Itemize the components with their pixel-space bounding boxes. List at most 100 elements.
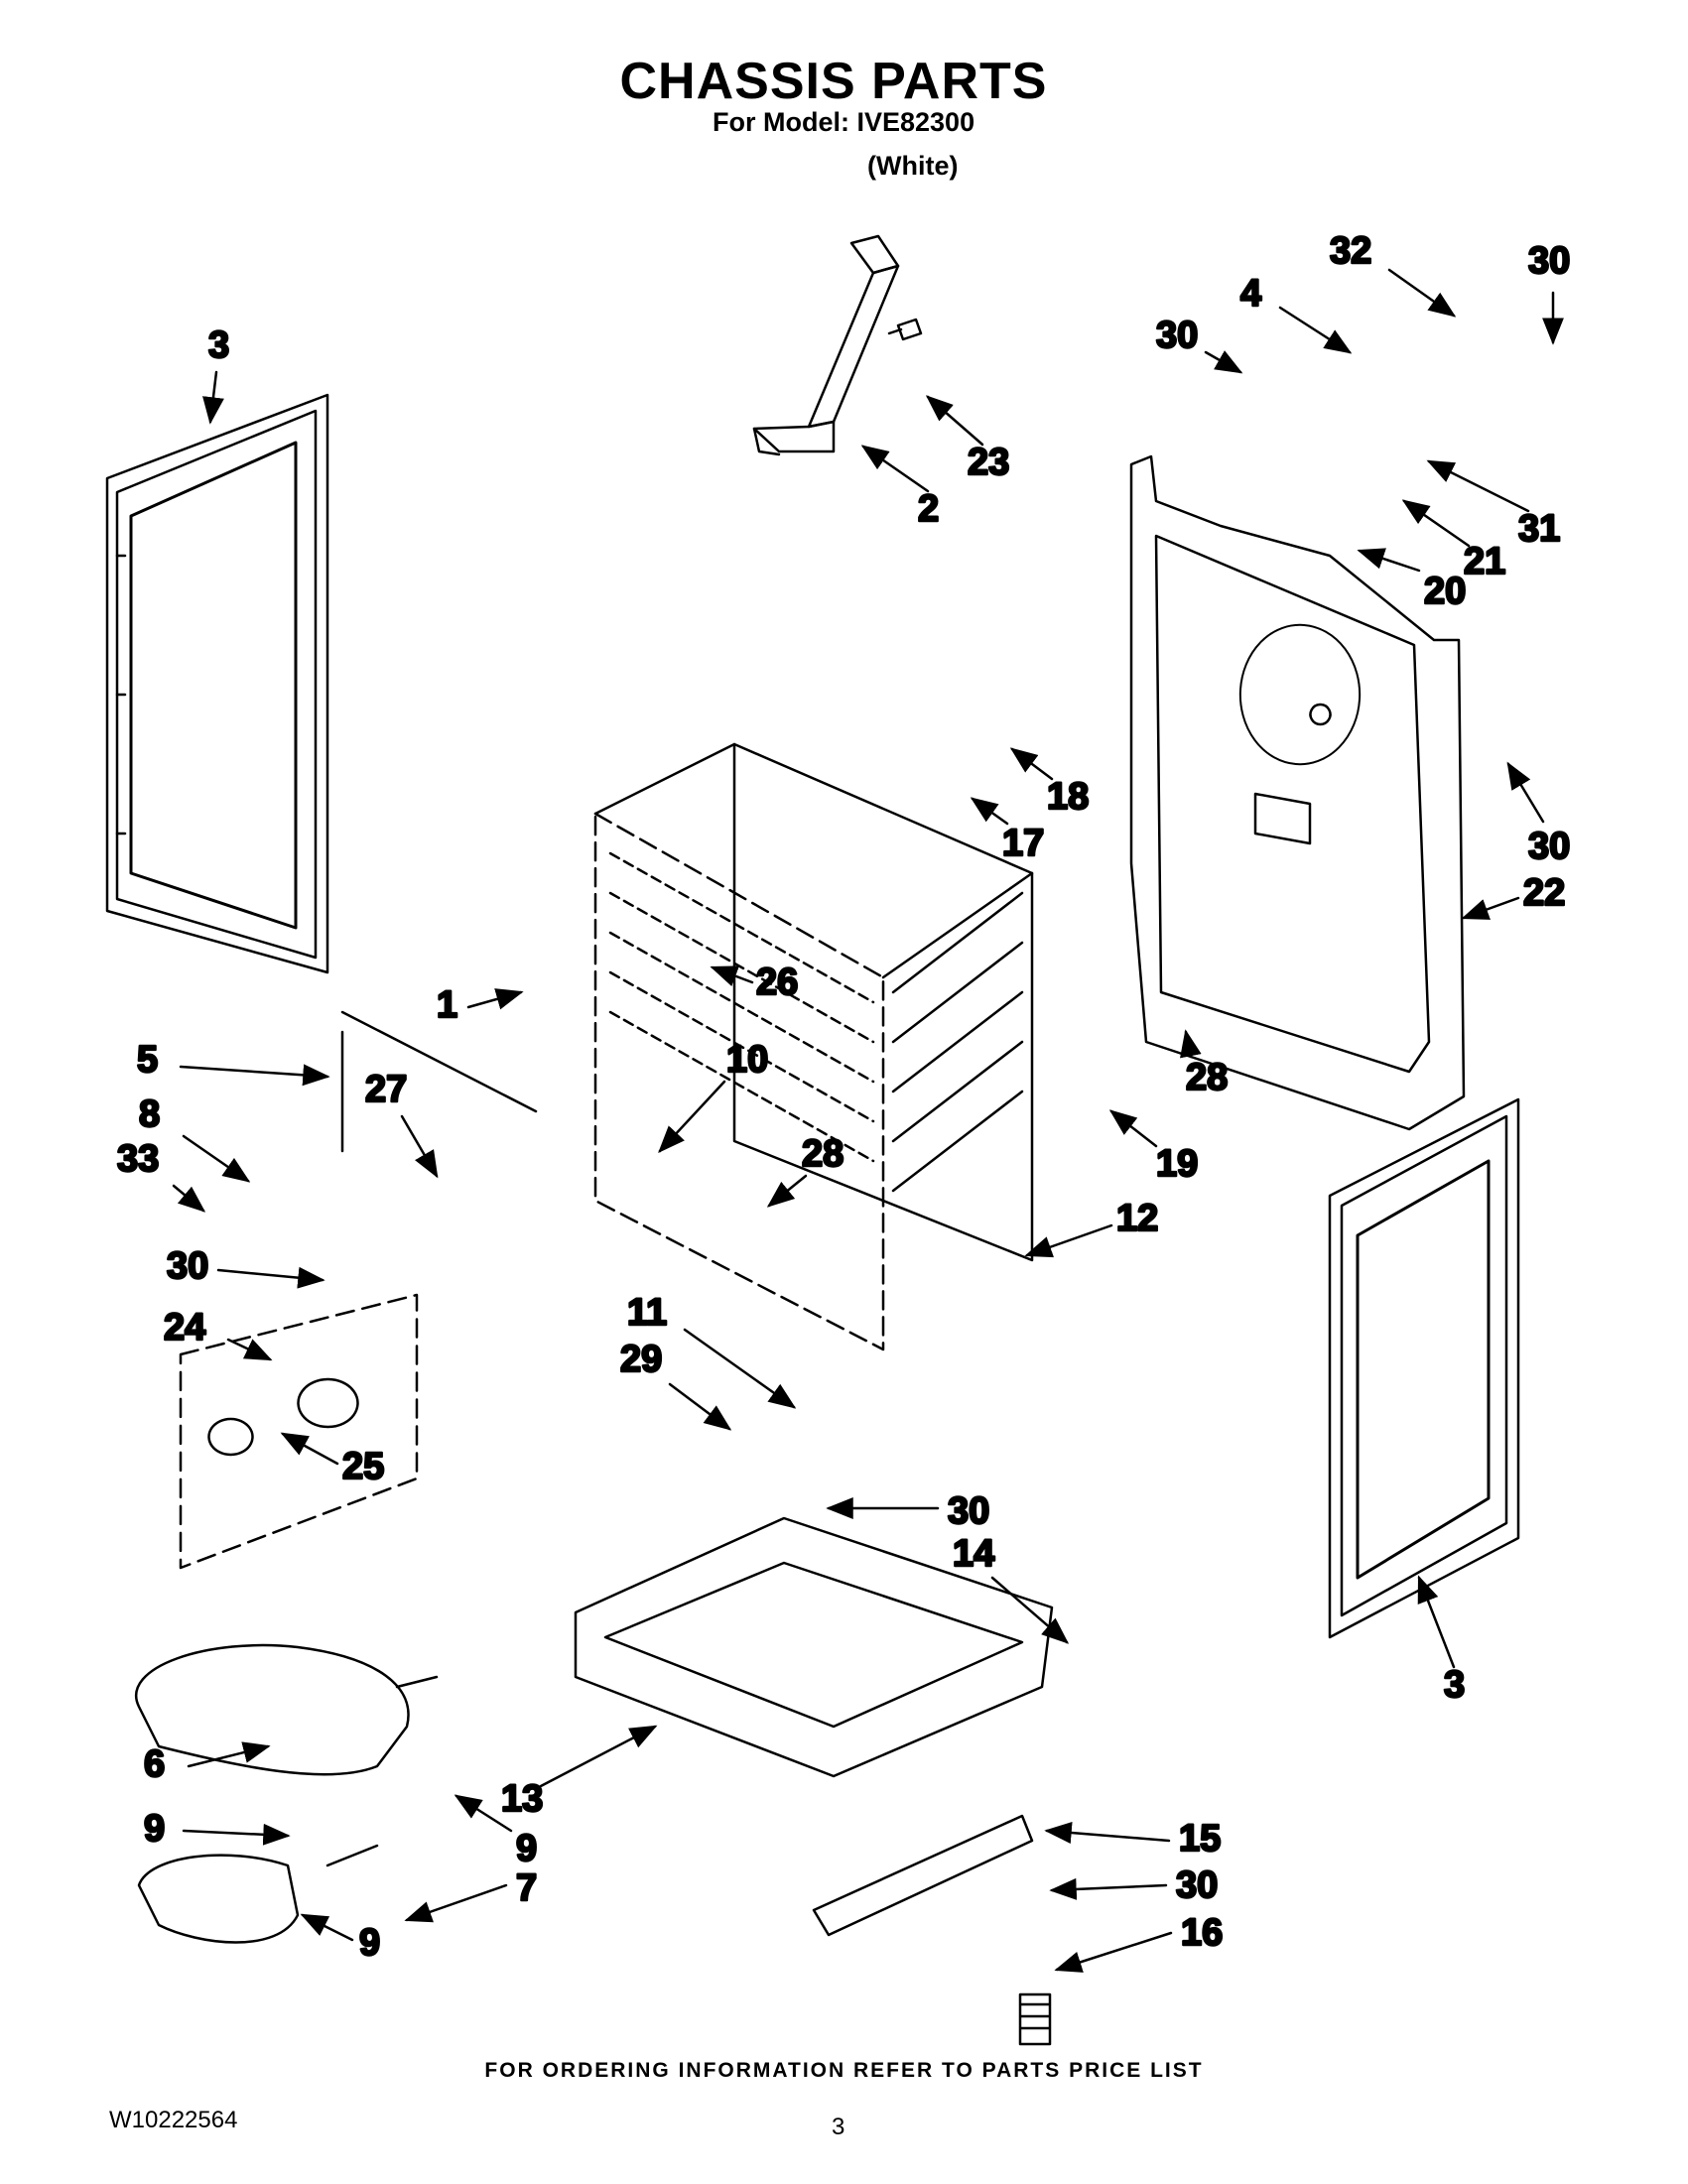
svg-text:11: 11	[627, 1292, 667, 1334]
svg-text:1: 1	[437, 984, 457, 1026]
color-line: (White)	[867, 151, 959, 181]
mounting-bracket-part	[752, 234, 900, 456]
callout-21: 21	[1401, 499, 1507, 583]
svg-text:20: 20	[1424, 571, 1466, 612]
leveling-leg-icon	[1018, 1992, 1052, 2046]
callout-12: 12	[1024, 1197, 1160, 1258]
svg-text:19: 19	[1156, 1143, 1198, 1185]
callout-4: 4	[1239, 272, 1353, 354]
document-id: W10222564	[109, 2107, 238, 2133]
callout-22: 22	[1461, 871, 1567, 920]
callout-18: 18	[1009, 747, 1091, 819]
callout-7: 7	[404, 1866, 538, 1923]
callout-3a: 3	[202, 323, 230, 425]
callout-30c: 30	[1506, 761, 1572, 868]
svg-text:31: 31	[1518, 508, 1560, 550]
page-title: CHASSIS PARTS	[619, 53, 1048, 110]
svg-text:3: 3	[208, 324, 229, 366]
callout-30f: 30	[1049, 1863, 1220, 1907]
svg-text:7: 7	[516, 1867, 537, 1909]
ordering-note: FOR ORDERING INFORMATION REFER TO PARTS …	[484, 2059, 1204, 2082]
callout-28b: 28	[1180, 1029, 1230, 1099]
svg-text:6: 6	[144, 1743, 165, 1785]
callout-16: 16	[1054, 1911, 1225, 1973]
svg-text:24: 24	[164, 1307, 205, 1349]
svg-text:28: 28	[802, 1133, 844, 1175]
svg-text:5: 5	[137, 1039, 158, 1081]
callout-13: 13	[500, 1725, 658, 1821]
callout-20: 20	[1357, 548, 1468, 613]
svg-text:28: 28	[1186, 1057, 1228, 1098]
svg-text:13: 13	[501, 1778, 543, 1820]
svg-text:2: 2	[918, 488, 939, 530]
callout-2: 2	[860, 445, 940, 531]
callout-14: 14	[952, 1532, 1070, 1644]
callout-17: 17	[970, 797, 1046, 865]
callout-1: 1	[436, 983, 524, 1027]
broil-element	[137, 1844, 379, 1944]
callout-5: 5	[136, 1038, 330, 1087]
callout-19: 19	[1108, 1109, 1200, 1186]
svg-text:23: 23	[968, 442, 1009, 483]
svg-text:14: 14	[953, 1533, 994, 1575]
callout-3b: 3	[1417, 1575, 1466, 1707]
callout-15: 15	[1044, 1817, 1223, 1861]
svg-text:9: 9	[516, 1828, 537, 1869]
callout-28a: 28	[766, 1132, 845, 1208]
callout-9b: 9	[454, 1794, 538, 1870]
vent-tube	[340, 1010, 538, 1153]
callout-33: 33	[116, 1137, 206, 1213]
svg-text:18: 18	[1047, 776, 1089, 818]
svg-text:21: 21	[1464, 541, 1505, 582]
svg-text:16: 16	[1181, 1912, 1223, 1954]
svg-text:9: 9	[359, 1922, 380, 1964]
svg-text:30: 30	[948, 1490, 989, 1532]
callout-11: 11	[626, 1291, 797, 1409]
svg-text:9: 9	[144, 1808, 165, 1850]
svg-text:22: 22	[1523, 872, 1565, 914]
bake-element	[135, 1643, 439, 1776]
svg-text:33: 33	[117, 1138, 159, 1180]
rear-panel	[1129, 454, 1466, 1131]
svg-text:32: 32	[1330, 230, 1371, 272]
svg-text:26: 26	[756, 962, 798, 1003]
callout-32: 32	[1329, 229, 1457, 318]
callout-29: 29	[619, 1338, 732, 1431]
knob-assembly	[179, 1293, 419, 1570]
callout-9c: 9	[300, 1913, 381, 1965]
left-side-panel	[105, 393, 329, 974]
callout-10: 10	[658, 1038, 770, 1154]
callout-9a: 9	[143, 1807, 291, 1851]
page-number: 3	[832, 2114, 845, 2140]
callout-26: 26	[710, 961, 800, 1004]
callout-23: 23	[925, 395, 1011, 484]
oven-bottom-panel	[574, 1516, 1054, 1778]
callout-30b: 30	[1155, 314, 1243, 374]
svg-text:12: 12	[1116, 1198, 1158, 1239]
callout-30e: 30	[826, 1489, 991, 1533]
right-side-panel	[1328, 1097, 1520, 1639]
svg-text:30: 30	[1528, 240, 1570, 282]
screw-icon	[887, 318, 923, 341]
svg-text:10: 10	[726, 1039, 768, 1081]
svg-text:30: 30	[167, 1245, 208, 1287]
callout-24: 24	[163, 1306, 273, 1361]
callout-25: 25	[280, 1432, 386, 1488]
svg-text:15: 15	[1179, 1818, 1221, 1860]
callout-30a: 30	[1527, 239, 1572, 345]
svg-text:30: 30	[1528, 826, 1570, 867]
svg-text:4: 4	[1240, 273, 1261, 315]
callout-8: 8	[138, 1092, 251, 1183]
svg-text:30: 30	[1156, 315, 1198, 356]
leg-bracket	[812, 1814, 1034, 1937]
svg-text:29: 29	[620, 1339, 662, 1380]
callout-27: 27	[364, 1068, 439, 1179]
model-line: For Model: IVE82300	[713, 107, 975, 137]
callout-31: 31	[1426, 459, 1562, 551]
svg-text:25: 25	[342, 1446, 384, 1487]
svg-text:17: 17	[1002, 823, 1044, 864]
svg-text:30: 30	[1176, 1864, 1218, 1906]
callout-6: 6	[143, 1741, 271, 1786]
callout-30d: 30	[166, 1244, 325, 1289]
